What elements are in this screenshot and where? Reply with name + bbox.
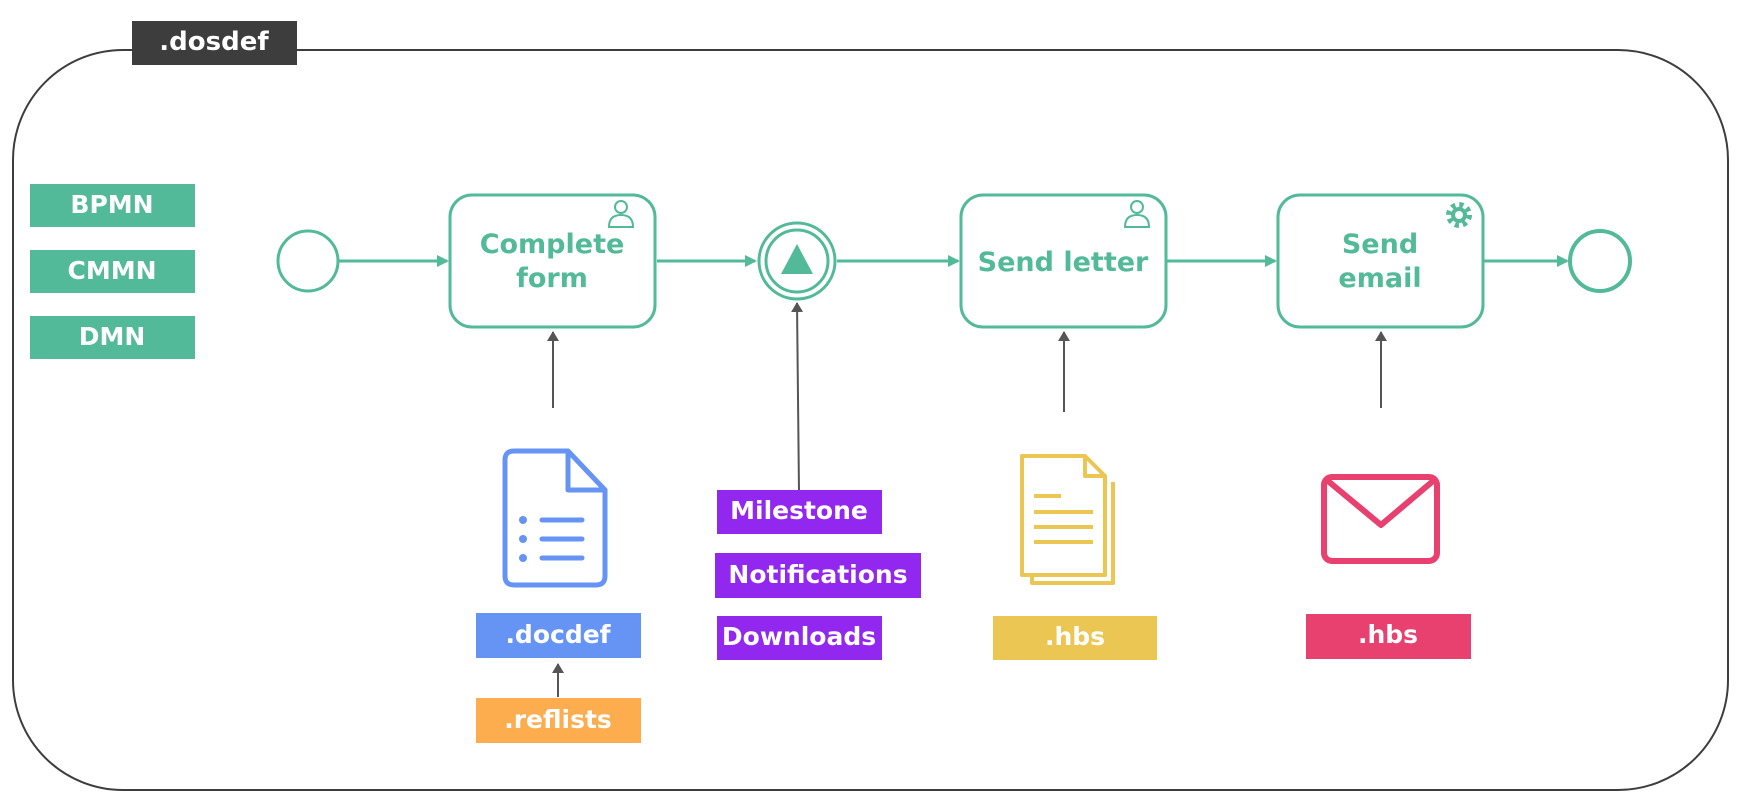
- task-send-letter[interactable]: [959, 193, 1168, 329]
- dosdef-frame: [12, 49, 1729, 791]
- docdef-label: .docdef: [505, 620, 611, 649]
- downloads-badge: [717, 616, 882, 660]
- reflists-badge: [476, 698, 641, 743]
- dmn-label: DMN: [79, 322, 146, 351]
- reflists-label: .reflists: [504, 705, 612, 734]
- start-event: [276, 229, 340, 293]
- form-document-bullets: [519, 516, 527, 562]
- cmmn-label: CMMN: [67, 256, 156, 285]
- form-document-icon: [502, 448, 608, 588]
- end-event: [1568, 229, 1632, 293]
- letter-documents-icon: [1020, 454, 1115, 585]
- assoc-milestone-to-event: [791, 302, 804, 493]
- task-send-email[interactable]: [1276, 193, 1485, 329]
- bpmn-label: BPMN: [70, 190, 153, 219]
- notifications-badge: [715, 553, 921, 598]
- envelope-icon: [1321, 474, 1440, 564]
- task-complete-form-label-1: Complete: [480, 229, 625, 260]
- dmn-badge: [30, 316, 195, 359]
- hbs-letter-badge: [993, 616, 1157, 660]
- user-icon: [607, 200, 635, 228]
- task-complete-form[interactable]: [448, 193, 657, 329]
- milestone-event-inner: [764, 228, 830, 294]
- task-send-email-label-1: Send: [1342, 229, 1418, 260]
- downloads-label: Downloads: [722, 622, 876, 651]
- docdef-badge: [476, 613, 641, 658]
- milestone-triangle-icon: [781, 244, 813, 274]
- task-send-letter-label: Send letter: [978, 247, 1149, 278]
- user-icon: [1123, 200, 1151, 228]
- milestone-badge: [717, 490, 882, 534]
- gear-icon: [1446, 202, 1472, 228]
- milestone-label: Milestone: [730, 496, 868, 525]
- dosdef-title: .dosdef: [159, 27, 269, 57]
- hbs-email-badge: [1306, 614, 1471, 659]
- hbs-email-label: .hbs: [1358, 620, 1418, 649]
- task-send-email-label-2: email: [1338, 263, 1421, 294]
- hbs-letter-label: .hbs: [1045, 622, 1105, 651]
- task-complete-form-label-2: form: [516, 263, 588, 294]
- cmmn-badge: [30, 250, 195, 293]
- notifications-label: Notifications: [728, 560, 907, 589]
- bpmn-badge: [30, 184, 195, 227]
- dosdef-title-tab: [132, 21, 297, 65]
